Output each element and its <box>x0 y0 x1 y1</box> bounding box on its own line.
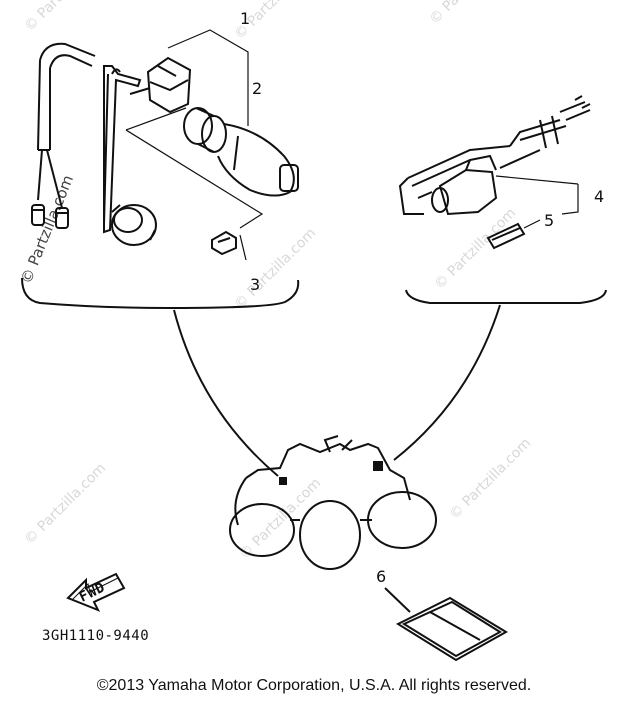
wire-harness-drawing <box>31 42 96 229</box>
callout-5: 5 <box>544 211 554 230</box>
leader-lines-right <box>495 175 579 229</box>
right-detail-frame <box>405 289 607 304</box>
callout-6: 6 <box>376 567 386 586</box>
fwd-arrow: FWD <box>66 572 126 612</box>
watermark-text: © Partzilla.com <box>22 460 110 548</box>
watermark-text: © Partzilla.com <box>232 225 320 313</box>
watermark-text: © Partzilla.com <box>427 0 515 28</box>
left-detail-frame <box>21 277 300 310</box>
leader-lines-left <box>125 29 264 261</box>
relay-drawing <box>398 95 591 216</box>
callout-3: 3 <box>250 275 260 294</box>
knob-cap-drawing <box>111 204 157 246</box>
watermark-text: © Partzilla.com <box>17 172 77 286</box>
copyright-notice: ©2013 Yamaha Motor Corporation, U.S.A. A… <box>96 677 532 694</box>
bracket-drawing <box>103 65 142 234</box>
switch-assembly-drawing <box>129 56 299 197</box>
callout-4: 4 <box>594 187 604 206</box>
atv-outline <box>229 435 437 570</box>
manual-drawing <box>384 587 508 662</box>
fuse-drawing <box>486 222 526 250</box>
watermark-text: © Partzilla.com <box>447 435 535 523</box>
callout-2: 2 <box>252 79 262 98</box>
watermark-text: © Partzilla.com <box>22 0 110 35</box>
watermark-text: © Partzilla.com <box>432 205 520 293</box>
callout-1: 1 <box>240 9 250 28</box>
part-code: 3GH1110-9440 <box>42 628 149 644</box>
watermark-text: © Partzilla.com <box>237 475 325 563</box>
bolt-drawing <box>211 230 237 256</box>
location-lines <box>173 304 501 477</box>
watermarks: © Partzilla.com © Partzilla.com © Partzi… <box>22 0 535 563</box>
